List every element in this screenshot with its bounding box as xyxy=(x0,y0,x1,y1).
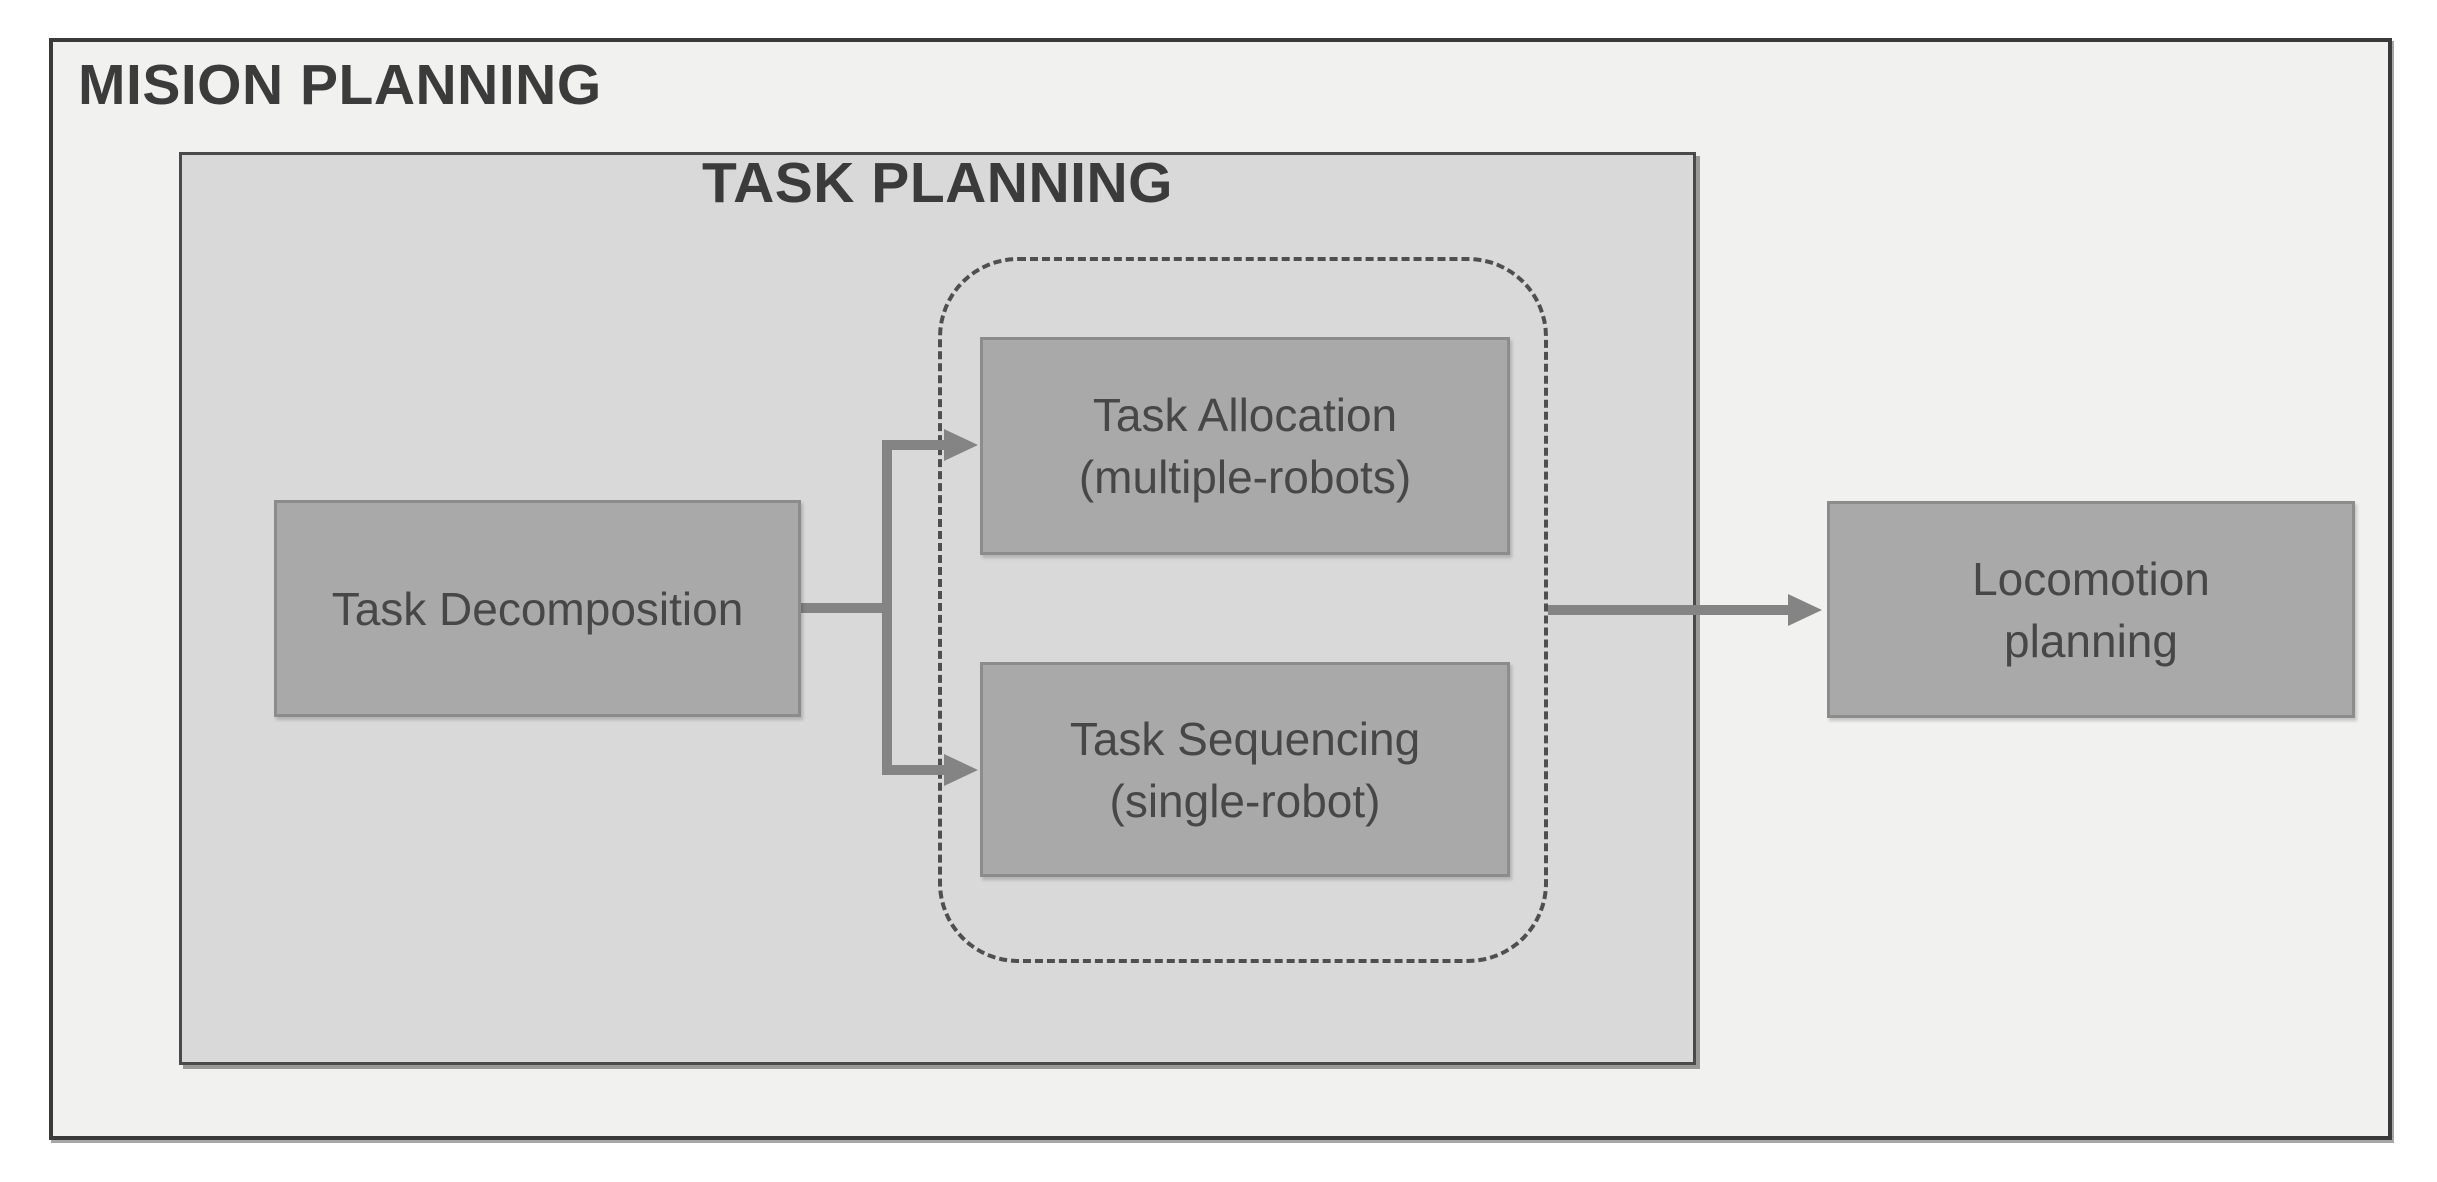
node-task-allocation-label-line2: (multiple-robots) xyxy=(1078,451,1412,503)
node-task-sequencing: Task Sequencing (single-robot) xyxy=(980,662,1510,877)
mission-planning-title: MISION PLANNING xyxy=(78,53,602,117)
node-task-sequencing-label-line1: Task Sequencing xyxy=(1069,712,1421,765)
node-task-sequencing-label-line2: (single-robot) xyxy=(1109,774,1381,827)
node-locomotion-label-line2: planning xyxy=(2004,614,2178,667)
node-task-decomposition-label: Task Decomposition xyxy=(331,582,744,635)
node-locomotion-planning: Locomotion planning xyxy=(1827,501,2355,718)
task-planning-title: TASK PLANNING xyxy=(702,151,1173,215)
node-task-allocation: Task Allocation (multiple-robots) xyxy=(980,337,1510,555)
node-task-decomposition: Task Decomposition xyxy=(274,500,801,717)
node-locomotion-label-line1: Locomotion xyxy=(1972,552,2210,605)
node-task-allocation-label-line1: Task Allocation xyxy=(1092,389,1398,441)
